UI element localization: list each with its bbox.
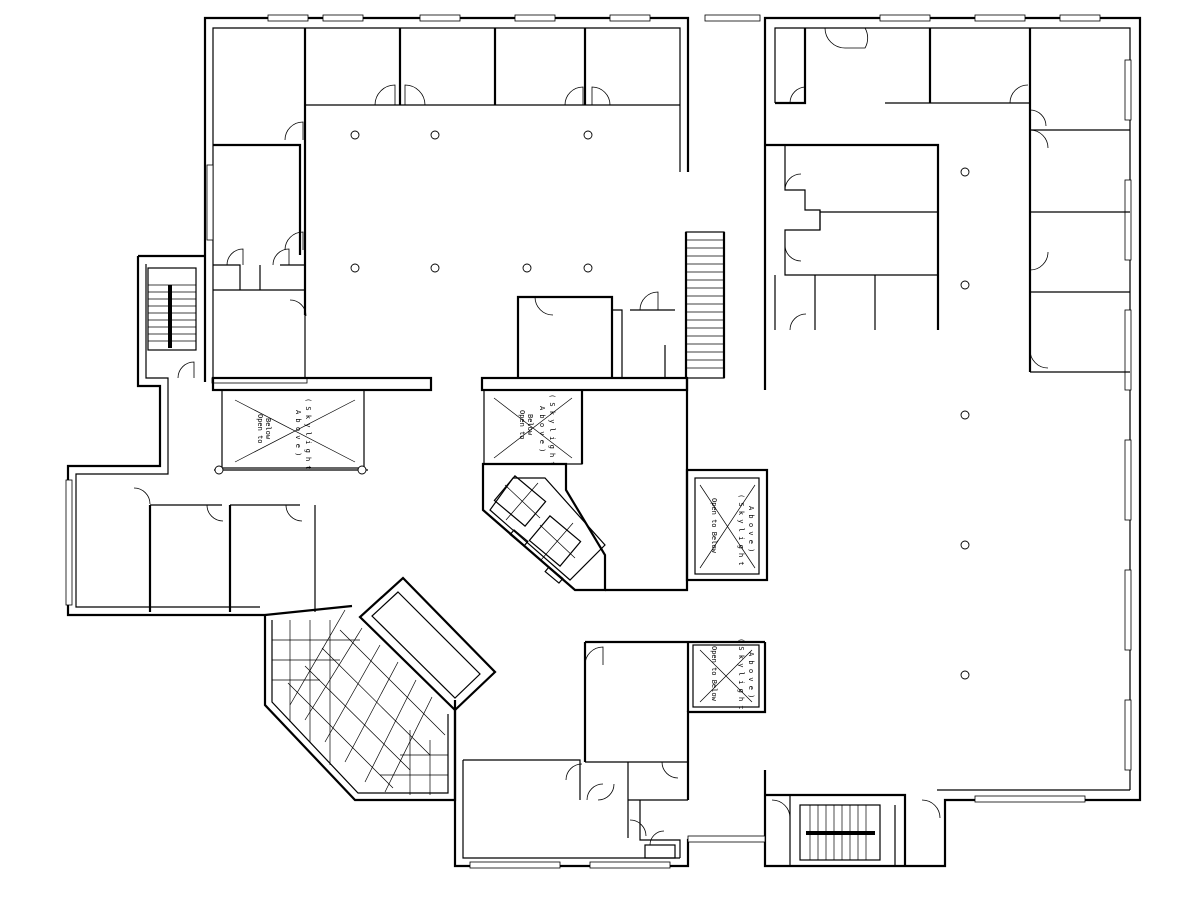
- west-stair: [147, 267, 197, 379]
- west-wing-offices: [133, 487, 316, 612]
- skylight-southeast-line3: Open to Below: [710, 646, 718, 702]
- northwest-offices: [211, 28, 680, 384]
- skylight-east-line2: A b o v e ): [747, 506, 755, 552]
- structural-columns: [350, 130, 970, 680]
- southeast-skylight: ( S k y l i g h t A b o v e ) Open to Be…: [692, 638, 760, 710]
- south-center-offices: [463, 642, 690, 859]
- elevator-core: [481, 462, 607, 592]
- window-strips: [65, 14, 1132, 869]
- skylight-east-line3: Open to Below: [710, 498, 718, 554]
- central-rooms: [480, 231, 726, 592]
- skylight-center-line4: Below: [526, 414, 534, 436]
- center-skylight: ( S k y l i g h t A b o v e ) Open to Be…: [483, 389, 584, 466]
- skylight-southeast-line1: ( S k y l i g h t: [737, 638, 745, 710]
- skylight-west-line4: Below: [264, 418, 272, 440]
- northeast-offices: [765, 27, 1130, 373]
- exterior-walls: [66, 16, 1142, 868]
- atrium-glazing: [263, 576, 497, 802]
- skylight-west-line3: Open to: [256, 414, 264, 444]
- southeast-stair: [687, 793, 941, 866]
- west-skylight: ( S k y l i g h t A b o v e ) Open to Be…: [211, 376, 433, 475]
- east-skylight: ( S k y l i g h t A b o v e ) Open to Be…: [685, 468, 769, 582]
- skylight-west-line1: ( S k y l i g h t: [304, 398, 312, 470]
- skylight-center-line1: ( S k y l i g h t: [548, 394, 556, 466]
- skylight-west-line2: A b o v e ): [294, 410, 302, 456]
- skylight-east-line1: ( S k y l i g h t: [737, 494, 745, 566]
- skylight-southeast-line2: A b o v e ): [747, 652, 755, 698]
- skylight-center-line2: A b o v e ): [538, 406, 546, 452]
- skylight-center-line3: Open to: [518, 410, 526, 440]
